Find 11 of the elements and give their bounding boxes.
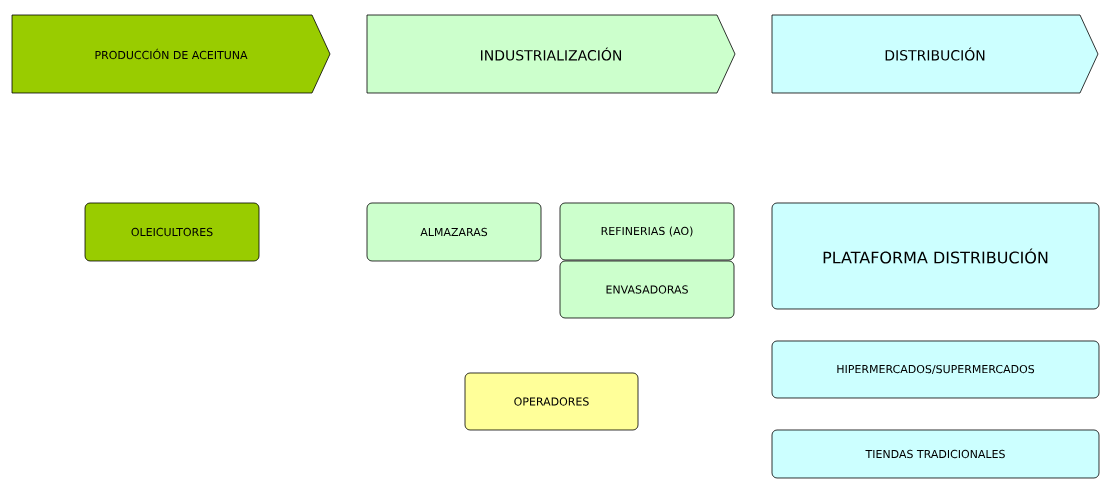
- actor-box: OLEICULTORES: [84, 202, 260, 262]
- actor-box: TIENDAS TRADICIONALES: [771, 429, 1100, 479]
- actor-box: ALMAZARAS: [366, 202, 542, 262]
- phase-banner: DISTRIBUCIÓN: [771, 14, 1099, 94]
- phase-banner: PRODUCCIÓN DE ACEITUNA: [11, 14, 331, 94]
- actor-box: OPERADORES: [464, 372, 639, 431]
- phase-banner: INDUSTRIALIZACIÓN: [366, 14, 736, 94]
- actor-box: PLATAFORMA DISTRIBUCIÓN: [771, 202, 1100, 310]
- actor-box: ENVASADORAS: [559, 260, 735, 319]
- actor-box: HIPERMERCADOS/SUPERMERCADOS: [771, 340, 1100, 399]
- actor-box: REFINERIAS (AO): [559, 202, 735, 261]
